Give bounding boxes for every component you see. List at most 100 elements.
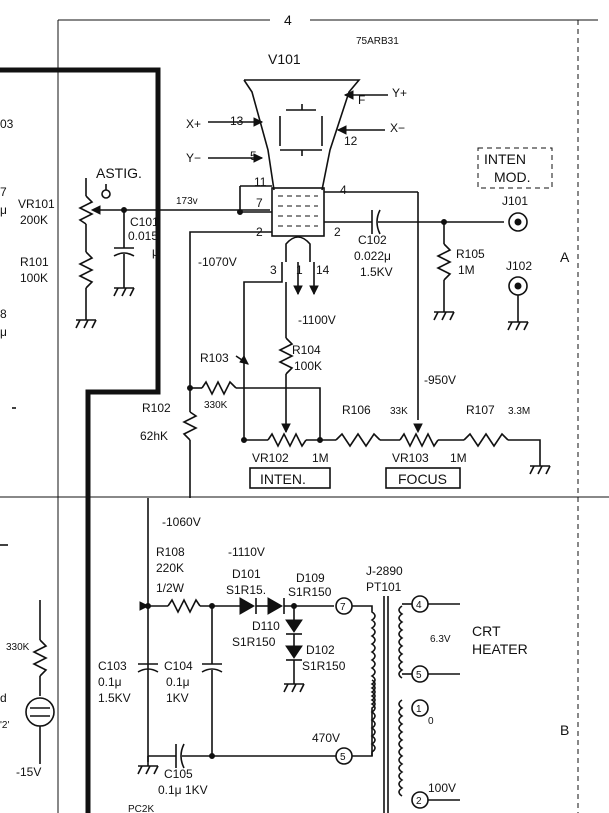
pin-14: 14 bbox=[316, 263, 330, 277]
inten-box-label: INTEN. bbox=[260, 471, 306, 487]
r102-value: 62hK bbox=[140, 429, 168, 443]
astig-circuit bbox=[75, 178, 272, 329]
c104-voltage: 1KV bbox=[166, 691, 189, 705]
inten-mod-line2: MOD. bbox=[494, 169, 531, 185]
r101-label: R101 bbox=[20, 255, 49, 269]
pin-3: 3 bbox=[270, 263, 277, 277]
d102-type: S1R150 bbox=[302, 659, 346, 673]
terminal-2: 2 bbox=[416, 796, 422, 807]
j102-label: J102 bbox=[506, 259, 532, 273]
c105-label: C105 bbox=[164, 767, 193, 781]
pin-11: 11 bbox=[254, 175, 267, 189]
transformer-part: J-2890 bbox=[366, 564, 403, 578]
grid-mark-b: B bbox=[560, 722, 569, 738]
vr101-label: VR101 bbox=[18, 197, 55, 211]
r101-value: 100K bbox=[20, 271, 48, 285]
focus-box bbox=[385, 467, 461, 489]
voltage-470: 470V bbox=[312, 731, 340, 745]
bias-network bbox=[182, 231, 551, 498]
tube-ref: V101 bbox=[268, 51, 301, 67]
r102-label: R102 bbox=[142, 401, 171, 415]
inten-mod-circuit bbox=[324, 191, 529, 420]
label-x-minus: X− bbox=[390, 121, 405, 135]
astig-label: ASTIG. bbox=[96, 165, 142, 181]
d110-label: D110 bbox=[252, 619, 280, 633]
c105-value: 0.1μ 1KV bbox=[158, 783, 208, 797]
c102-voltage: 1.5KV bbox=[360, 265, 393, 279]
left-minus-15v: -15V bbox=[16, 765, 41, 779]
pin-13: 13 bbox=[230, 114, 244, 128]
voltage-173: 173v bbox=[176, 196, 198, 207]
label-y-minus: Y− bbox=[186, 151, 201, 165]
voltage-1070: -1070V bbox=[198, 255, 237, 269]
c101-value: 0.015 bbox=[128, 229, 158, 243]
r105-value: 1M bbox=[458, 263, 475, 277]
left-fragment-6: d bbox=[0, 691, 7, 705]
c103-voltage: 1.5KV bbox=[98, 691, 131, 705]
inten-box bbox=[249, 467, 331, 489]
terminal-5: 5 bbox=[416, 670, 422, 681]
left-fragment-circuit bbox=[0, 407, 55, 764]
d101-type: S1R15. bbox=[226, 583, 266, 597]
d102-label: D102 bbox=[306, 643, 335, 657]
c104-label: C104 bbox=[164, 659, 193, 673]
label-f: F bbox=[358, 93, 365, 107]
pin-7: 7 bbox=[256, 196, 263, 210]
c101-unit: μ bbox=[152, 245, 159, 259]
c102-label: C102 bbox=[358, 233, 387, 247]
d101-label: D101 bbox=[232, 567, 261, 581]
label-x-plus: X+ bbox=[186, 117, 201, 131]
r105-label: R105 bbox=[456, 247, 485, 261]
pin-1: 1 bbox=[296, 263, 303, 277]
d110-type: S1R150 bbox=[232, 635, 276, 649]
grid-mark-a: A bbox=[560, 249, 570, 265]
r108-value: 220K bbox=[156, 561, 184, 575]
vr103-label: VR103 bbox=[392, 451, 429, 465]
left-fragment-2: 7 bbox=[0, 185, 7, 199]
sheet-frame bbox=[0, 19, 609, 813]
vr103-value: 1M bbox=[450, 451, 467, 465]
c104-value: 0.1μ bbox=[166, 675, 190, 689]
crt-tube-v101: V101 bbox=[243, 51, 361, 262]
hv-supply-circuit: 7 5 4 5 1 0 2 bbox=[137, 498, 460, 813]
terminal-4: 4 bbox=[416, 600, 422, 611]
pin-12: 12 bbox=[344, 134, 358, 148]
focus-box-label: FOCUS bbox=[398, 471, 447, 487]
voltage-6-3: 6.3V bbox=[430, 634, 451, 645]
terminal-0: 0 bbox=[428, 716, 434, 727]
terminal-5-primary: 5 bbox=[340, 752, 346, 763]
left-fragment-3: μ bbox=[0, 203, 7, 217]
r104-label: R104 bbox=[292, 343, 321, 357]
crt-label: CRT bbox=[472, 623, 501, 639]
left-fragment-7: '2' bbox=[0, 720, 9, 731]
r103-value: 330K bbox=[204, 400, 228, 411]
inten-mod-line1: INTEN bbox=[484, 151, 526, 167]
vr101-value: 200K bbox=[20, 213, 48, 227]
left-fragment-4: 8 bbox=[0, 307, 7, 321]
r104-value: 100K bbox=[294, 359, 322, 373]
d109-label: D109 bbox=[296, 571, 325, 585]
deflection-leads bbox=[208, 90, 388, 163]
terminal-7: 7 bbox=[340, 602, 346, 613]
r107-value: 3.3M bbox=[508, 406, 530, 417]
r103-label: R103 bbox=[200, 351, 229, 365]
voltage-1100: -1100V bbox=[298, 313, 336, 327]
left-fragment-5: μ bbox=[0, 325, 7, 339]
c102-value: 0.022μ bbox=[354, 249, 391, 263]
c101-label: C101 bbox=[130, 215, 159, 229]
c103-label: C103 bbox=[98, 659, 127, 673]
r106-value: 33K bbox=[390, 406, 408, 417]
left-fragment-1: 03 bbox=[0, 117, 14, 131]
voltage-950: -950V bbox=[424, 373, 456, 387]
terminal-1: 1 bbox=[416, 704, 422, 715]
inten-mod-box bbox=[477, 147, 553, 189]
voltage-100: 100V bbox=[428, 781, 456, 795]
heater-label: HEATER bbox=[472, 641, 528, 657]
left-330k: 330K bbox=[6, 642, 30, 653]
voltage-1110: -1110V bbox=[228, 545, 265, 559]
label-y-plus: Y+ bbox=[392, 86, 407, 100]
r108-label: R108 bbox=[156, 545, 185, 559]
voltage-1060: -1060V bbox=[162, 515, 201, 529]
grid-mark-4: 4 bbox=[284, 12, 292, 28]
